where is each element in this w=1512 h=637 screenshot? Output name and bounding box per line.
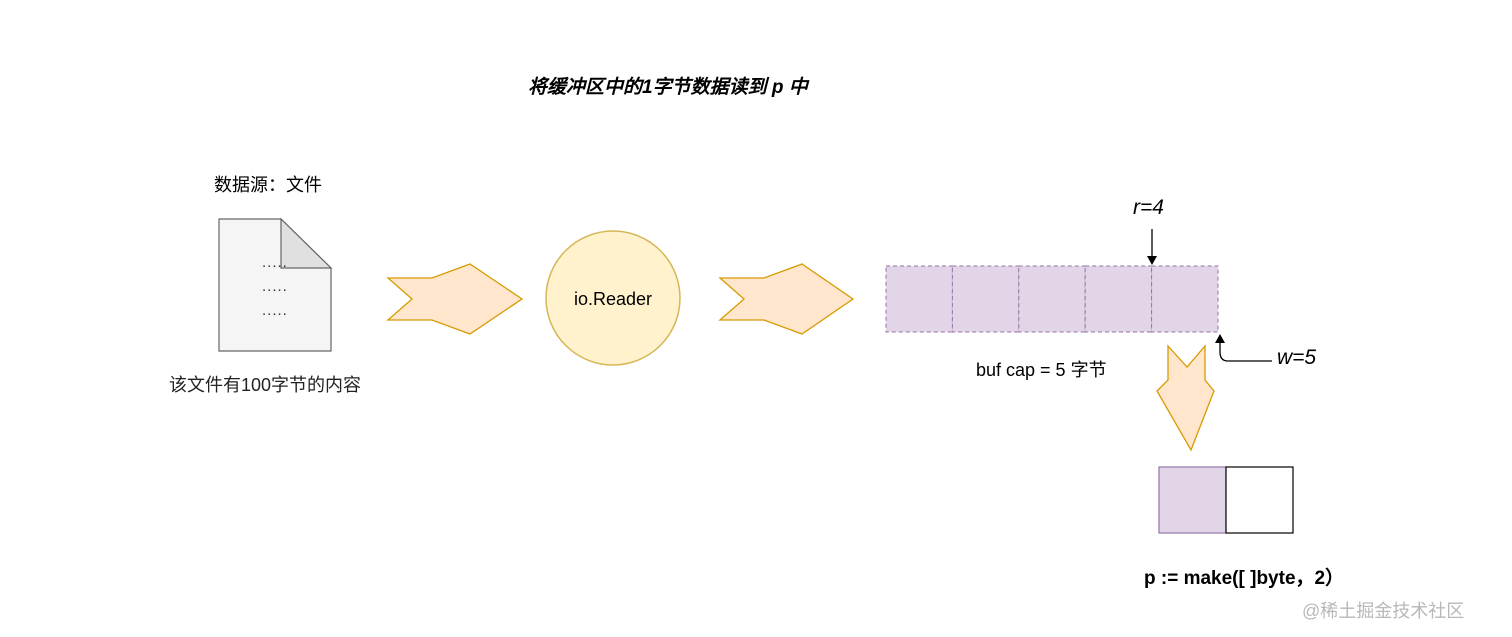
file-line: .....: [262, 302, 288, 319]
buffer-cell: [1084, 265, 1153, 333]
target-slice: [1158, 466, 1294, 534]
w-pointer-label: w=5: [1277, 346, 1317, 369]
r-pointer-label: r=4: [1133, 196, 1164, 219]
data-source-label: 数据源：文件: [214, 175, 322, 195]
r-pointer-arrow: [1147, 229, 1157, 265]
io-reader-label: io.Reader: [573, 289, 653, 309]
flow-arrow-2: [718, 263, 855, 335]
slice-caption: p := make([ ]byte，2）: [1144, 568, 1345, 589]
watermark: @稀土掘金技术社区: [1302, 601, 1465, 621]
file-line: .....: [262, 254, 288, 271]
file-icon: [218, 217, 333, 352]
slice-cell-filled: [1158, 466, 1227, 534]
slice-cell-empty: [1225, 466, 1294, 534]
buffer-cell: [1151, 265, 1219, 333]
buffer-cell: [885, 265, 953, 333]
flow-arrow-down: [1156, 344, 1215, 452]
file-caption: 该文件有100字节的内容: [169, 375, 362, 395]
flow-arrow-1: [386, 263, 524, 335]
buffer-cell: [951, 265, 1020, 333]
w-pointer-arrow: [1215, 334, 1272, 362]
buffer-caption: buf cap = 5 字节: [976, 360, 1107, 380]
buffer-cell: [1018, 265, 1086, 333]
diagram-title: 将缓冲区中的1字节数据读到 p 中: [528, 77, 808, 98]
file-line: .....: [262, 278, 288, 295]
io-reader-node: [545, 230, 681, 366]
buffer: [885, 265, 1219, 333]
